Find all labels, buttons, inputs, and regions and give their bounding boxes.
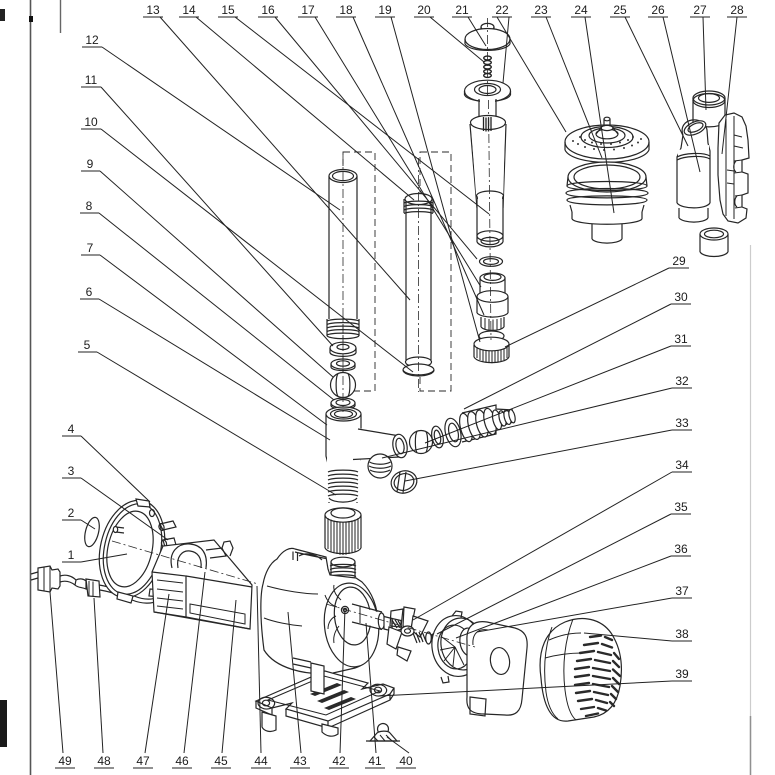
svg-text:46: 46 xyxy=(175,754,189,768)
svg-text:32: 32 xyxy=(675,374,689,388)
svg-text:8: 8 xyxy=(86,199,93,213)
svg-text:16: 16 xyxy=(261,3,275,17)
svg-text:23: 23 xyxy=(534,3,548,17)
svg-text:45: 45 xyxy=(214,754,228,768)
svg-text:40: 40 xyxy=(399,754,413,768)
svg-text:36: 36 xyxy=(674,542,688,556)
svg-text:47: 47 xyxy=(136,754,150,768)
svg-text:12: 12 xyxy=(85,33,99,47)
svg-text:20: 20 xyxy=(417,3,431,17)
svg-text:22: 22 xyxy=(495,3,509,17)
svg-text:6: 6 xyxy=(86,285,93,299)
svg-text:43: 43 xyxy=(293,754,307,768)
svg-text:25: 25 xyxy=(613,3,627,17)
svg-text:24: 24 xyxy=(574,3,588,17)
svg-text:3: 3 xyxy=(68,464,75,478)
svg-text:29: 29 xyxy=(672,254,686,268)
svg-text:49: 49 xyxy=(58,754,72,768)
svg-text:1: 1 xyxy=(68,548,75,562)
svg-text:4: 4 xyxy=(68,422,75,436)
svg-text:44: 44 xyxy=(254,754,268,768)
svg-text:35: 35 xyxy=(674,500,688,514)
svg-text:7: 7 xyxy=(87,241,94,255)
svg-text:18: 18 xyxy=(339,3,353,17)
svg-text:26: 26 xyxy=(651,3,665,17)
svg-text:10: 10 xyxy=(84,115,98,129)
svg-text:38: 38 xyxy=(675,627,689,641)
svg-text:27: 27 xyxy=(693,3,707,17)
svg-text:21: 21 xyxy=(455,3,469,17)
svg-text:17: 17 xyxy=(301,3,315,17)
svg-text:19: 19 xyxy=(378,3,392,17)
svg-text:11: 11 xyxy=(85,73,98,87)
svg-text:41: 41 xyxy=(368,754,382,768)
svg-text:39: 39 xyxy=(675,667,689,681)
svg-text:37: 37 xyxy=(675,584,689,598)
svg-text:28: 28 xyxy=(730,3,744,17)
svg-text:5: 5 xyxy=(84,338,91,352)
svg-text:48: 48 xyxy=(97,754,111,768)
svg-text:13: 13 xyxy=(146,3,160,17)
svg-text:9: 9 xyxy=(87,157,94,171)
svg-text:15: 15 xyxy=(221,3,235,17)
svg-text:42: 42 xyxy=(332,754,346,768)
svg-text:33: 33 xyxy=(675,416,689,430)
svg-text:31: 31 xyxy=(674,332,688,346)
svg-text:30: 30 xyxy=(674,290,688,304)
svg-text:2: 2 xyxy=(68,506,75,520)
svg-text:34: 34 xyxy=(675,458,689,472)
svg-text:14: 14 xyxy=(182,3,196,17)
